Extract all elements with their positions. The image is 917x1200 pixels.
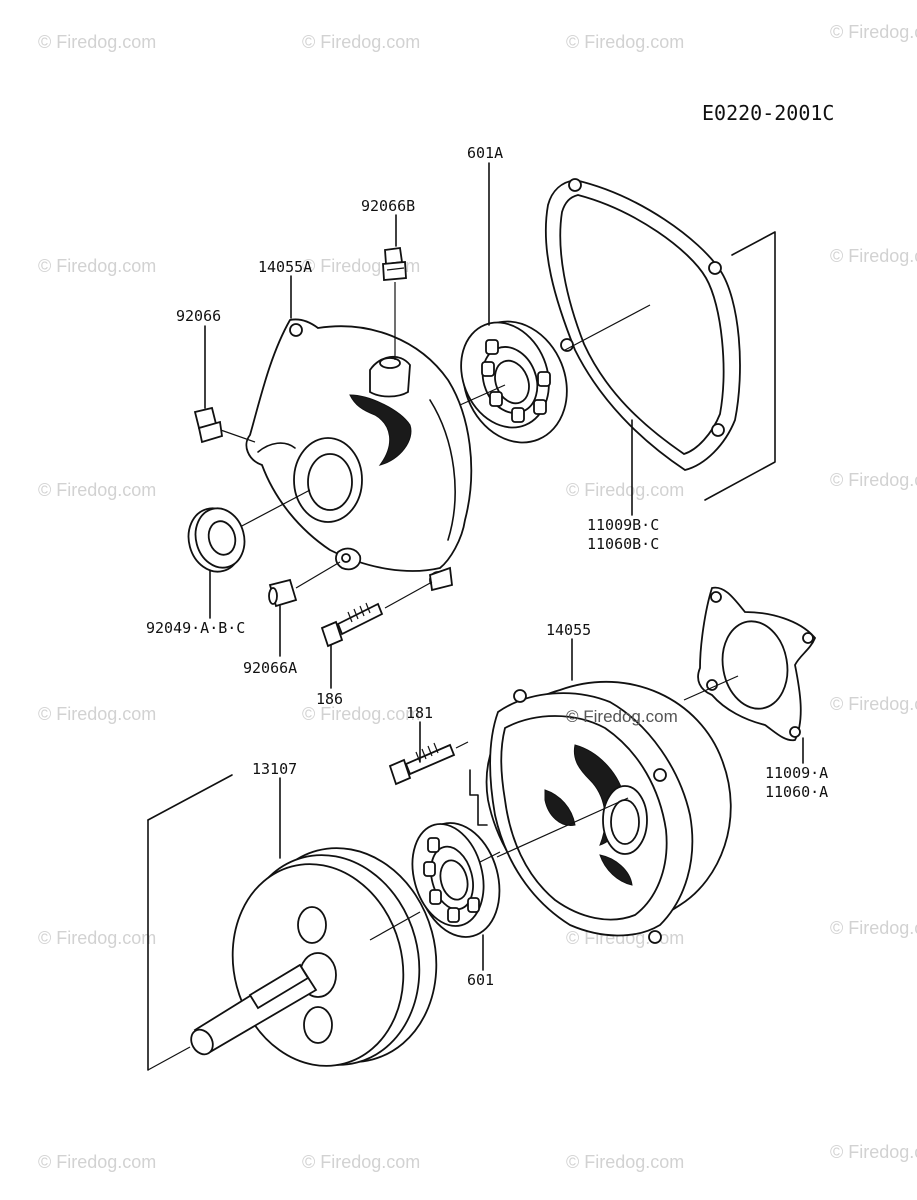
axis-line [455,741,469,749]
watermark: © Firedog.com [38,256,156,276]
watermark: © Firedog.com [302,704,420,724]
rotor-13107-illustration [190,847,438,1067]
axis-line [147,1046,191,1071]
label-601: 601 [467,971,494,989]
axis-line [564,304,651,351]
gasket-11009a-illustration [697,586,817,742]
axis-line [295,561,341,589]
axis-line [479,851,501,863]
oil-seal-92049-illustration [187,507,246,573]
leader-lines [204,162,804,971]
watermark: © Firedog.com [38,1152,156,1172]
label-11009bc: 11009B·C [587,516,659,534]
watermark: © Firedog.com [566,480,684,500]
watermark: © Firedog.com [38,704,156,724]
label-92066a: 92066A [243,659,297,677]
watermark-layer: © Firedog.com © Firedog.com © Firedog.co… [38,22,917,1172]
watermark: © Firedog.com [830,918,917,938]
bolt-186-illustration [320,602,384,648]
bolt-181-illustration [388,742,456,786]
axis-line [469,769,488,826]
axis-line [237,489,311,529]
watermark: © Firedog.com [830,22,917,42]
watermark: © Firedog.com [38,480,156,500]
label-92066b: 92066B [361,197,415,215]
part-labels: 601A 92066B 14055A 92066 11009B·C 11060B… [146,144,828,989]
bearing-601a-illustration [460,320,568,444]
label-11060a: 11060·A [765,783,828,801]
watermark: © Firedog.com [38,928,156,948]
watermark: © Firedog.com [830,694,917,714]
watermark: © Firedog.com [566,32,684,52]
label-186: 186 [316,690,343,708]
label-181: 181 [406,704,433,722]
label-92049abc: 92049·A·B·C [146,619,245,637]
axis-line [369,911,421,941]
inline-watermark: © Firedog.com [566,707,678,726]
axis-line [147,774,233,821]
plug-92066-illustration [193,406,224,444]
label-14055: 14055 [546,621,591,639]
axis-line [683,675,739,701]
watermark: © Firedog.com [38,32,156,52]
axis-line [384,581,433,609]
bearing-601-illustration [411,822,501,938]
watermark: © Firedog.com [830,470,917,490]
cover-14055a-illustration [245,318,473,592]
axis-line [459,384,506,406]
label-14055a: 14055A [258,258,312,276]
label-601a: 601A [467,144,503,162]
watermark: © Firedog.com [830,1142,917,1162]
axis-line [496,797,629,858]
watermark: © Firedog.com [302,32,420,52]
diagram-reference-code: E0220-2001C [702,101,834,125]
gasket-11009b-illustration [544,178,776,501]
watermark: © Firedog.com [566,1152,684,1172]
watermark: © Firedog.com [830,246,917,266]
label-13107: 13107 [252,760,297,778]
label-11009a: 11009·A [765,764,828,782]
label-11060bc: 11060B·C [587,535,659,553]
label-92066: 92066 [176,307,221,325]
watermark: © Firedog.com [302,1152,420,1172]
plug-92066a-illustration [268,578,298,608]
plug-92066b-illustration [382,246,407,281]
